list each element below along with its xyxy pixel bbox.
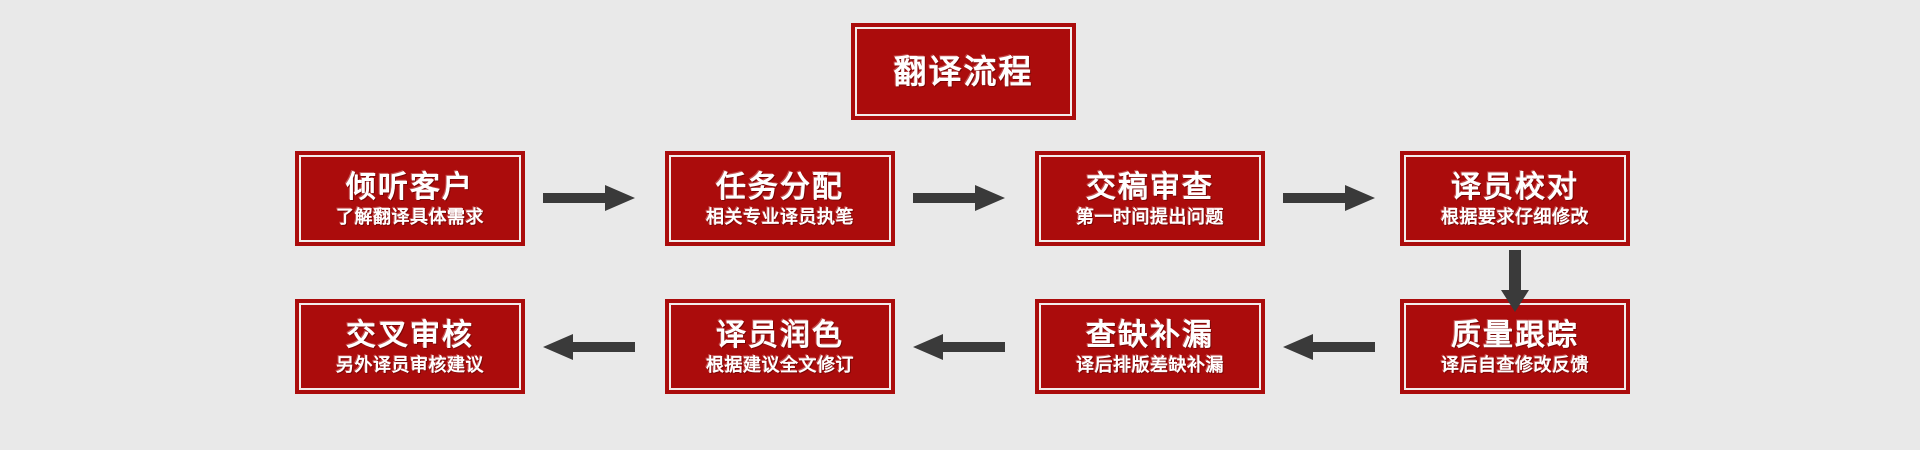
- step-box-5[interactable]: 质量跟踪 译后自查修改反馈: [1400, 299, 1630, 394]
- step-4-heading: 译员校对: [1451, 169, 1579, 205]
- arrow-left-icon: [1283, 330, 1375, 364]
- step-6-subtitle: 译后排版差缺补漏: [1076, 354, 1224, 376]
- arrow-down-icon: [1498, 250, 1532, 312]
- page-title: 翻译流程: [893, 52, 1034, 91]
- step-4-subtitle: 根据要求仔细修改: [1441, 206, 1589, 228]
- step-box-3[interactable]: 交稿审查 第一时间提出问题: [1035, 151, 1265, 246]
- step-box-6-inner-frame: 查缺补漏 译后排版差缺补漏: [1039, 303, 1261, 390]
- step-box-6[interactable]: 查缺补漏 译后排版差缺补漏: [1035, 299, 1265, 394]
- step-5-subtitle: 译后自查修改反馈: [1441, 354, 1589, 376]
- step-box-1[interactable]: 倾听客户 了解翻译具体需求: [295, 151, 525, 246]
- arrow-right-icon: [543, 181, 635, 215]
- step-box-4-inner-frame: 译员校对 根据要求仔细修改: [1404, 155, 1626, 242]
- step-1-subtitle: 了解翻译具体需求: [336, 206, 484, 228]
- step-2-subtitle: 相关专业译员执笔: [706, 206, 854, 228]
- step-box-5-inner-frame: 质量跟踪 译后自查修改反馈: [1404, 303, 1626, 390]
- step-box-8[interactable]: 交叉审核 另外译员审核建议: [295, 299, 525, 394]
- step-5-heading: 质量跟踪: [1451, 317, 1579, 353]
- step-box-3-inner-frame: 交稿审查 第一时间提出问题: [1039, 155, 1261, 242]
- arrow-left-icon: [913, 330, 1005, 364]
- step-7-subtitle: 根据建议全文修订: [706, 354, 854, 376]
- step-box-7[interactable]: 译员润色 根据建议全文修订: [665, 299, 895, 394]
- step-box-2-inner-frame: 任务分配 相关专业译员执笔: [669, 155, 891, 242]
- flowchart-title-box: 翻译流程: [851, 23, 1076, 120]
- step-box-7-inner-frame: 译员润色 根据建议全文修订: [669, 303, 891, 390]
- arrow-left-icon: [543, 330, 635, 364]
- step-box-8-inner-frame: 交叉审核 另外译员审核建议: [299, 303, 521, 390]
- step-2-heading: 任务分配: [716, 169, 844, 205]
- step-3-heading: 交稿审查: [1086, 169, 1214, 205]
- title-box-inner-frame: 翻译流程: [855, 27, 1072, 116]
- step-8-subtitle: 另外译员审核建议: [336, 354, 484, 376]
- step-7-heading: 译员润色: [716, 317, 844, 353]
- step-box-2[interactable]: 任务分配 相关专业译员执笔: [665, 151, 895, 246]
- step-3-subtitle: 第一时间提出问题: [1076, 206, 1224, 228]
- step-box-4[interactable]: 译员校对 根据要求仔细修改: [1400, 151, 1630, 246]
- arrow-right-icon: [913, 181, 1005, 215]
- step-6-heading: 查缺补漏: [1086, 317, 1214, 353]
- step-8-heading: 交叉审核: [346, 317, 474, 353]
- step-box-1-inner-frame: 倾听客户 了解翻译具体需求: [299, 155, 521, 242]
- arrow-right-icon: [1283, 181, 1375, 215]
- step-1-heading: 倾听客户: [346, 169, 474, 205]
